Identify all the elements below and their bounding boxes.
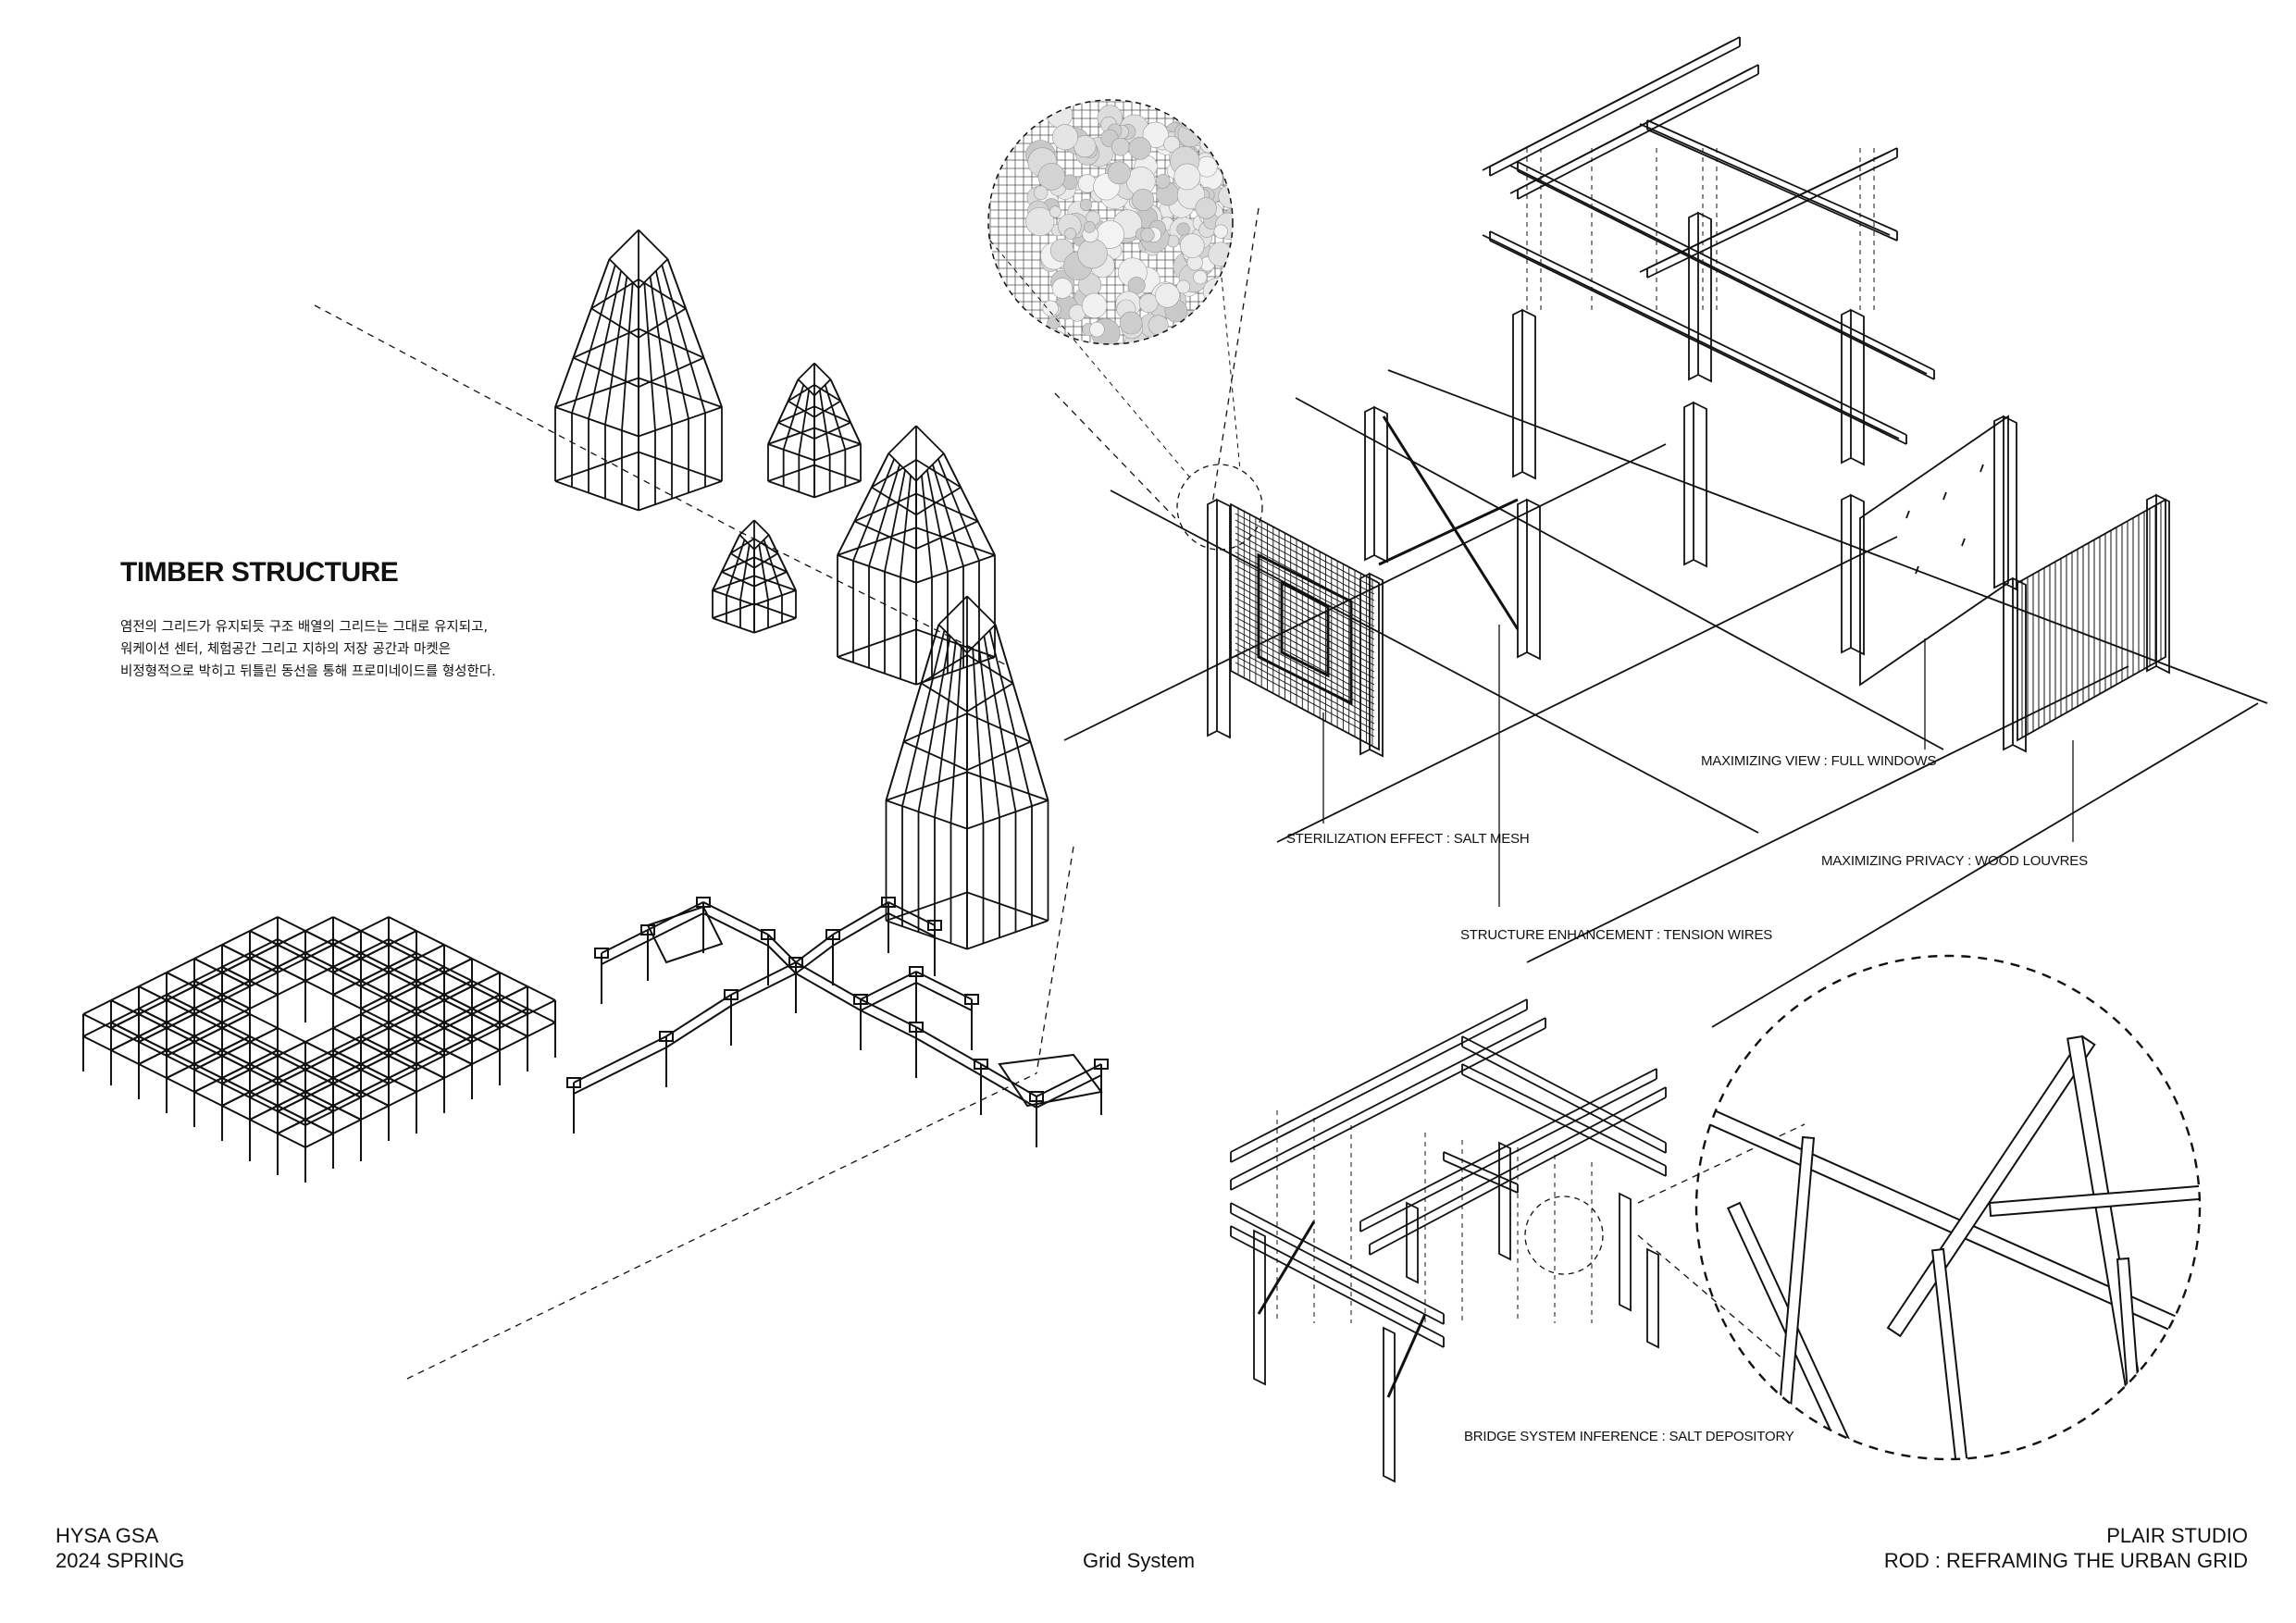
bridge-joint-detail	[1694, 954, 2202, 1461]
description-line: 워케이션 센터, 체험공간 그리고 지하의 저장 공간과 마켓은	[120, 642, 452, 657]
pavilion-frames	[554, 229, 1049, 950]
footer-sheet-title: Grid System	[1083, 1549, 1196, 1572]
footer-semester: 2024 SPRING	[56, 1549, 185, 1572]
label-full-windows: MAXIMIZING VIEW : FULL WINDOWS	[1701, 753, 1937, 769]
footer-school: HYSA GSA	[56, 1524, 159, 1547]
footer-center: Grid System	[1083, 1548, 1195, 1573]
bridge-system	[1230, 998, 1667, 1483]
description-line: 염전의 그리드가 유지되듯 구조 배열의 그리드는 그대로 유지되고,	[120, 620, 489, 635]
label-salt-depository: BRIDGE SYSTEM INFERENCE : SALT DEPOSITOR…	[1464, 1429, 1794, 1444]
alignment-dashed-lines	[314, 207, 1806, 1380]
label-tension-wires: STRUCTURE ENHANCEMENT : TENSION WIRES	[1460, 927, 1773, 943]
footer-left: HYSA GSA 2024 SPRING	[56, 1523, 184, 1573]
exploded-assembly	[1063, 36, 2268, 1028]
footer-project: ROD : REFRAMING THE URBAN GRID	[1883, 1549, 2248, 1572]
callout-leader-lines	[1322, 625, 2074, 907]
label-wood-louvres: MAXIMIZING PRIVACY : WOOD LOUVRES	[1821, 853, 2088, 869]
timber-grid-structure	[82, 916, 556, 1183]
section-description: 염전의 그리드가 유지되듯 구조 배열의 그리드는 그대로 유지되고, 워케이션…	[120, 616, 602, 683]
footer-studio: PLAIR STUDIO	[2106, 1524, 2248, 1547]
description-line: 비정형적으로 박히고 뒤틀린 동선을 통해 프로미네이드를 형성한다.	[120, 664, 496, 679]
promenade-walkway	[566, 897, 1109, 1147]
label-salt-mesh: STERILIZATION EFFECT : SALT MESH	[1286, 831, 1530, 847]
salt-texture-magnifier	[987, 99, 1241, 477]
footer-right: PLAIR STUDIO ROD : REFRAMING THE URBAN G…	[1884, 1523, 2248, 1573]
section-title: TIMBER STRUCTURE	[120, 557, 399, 588]
